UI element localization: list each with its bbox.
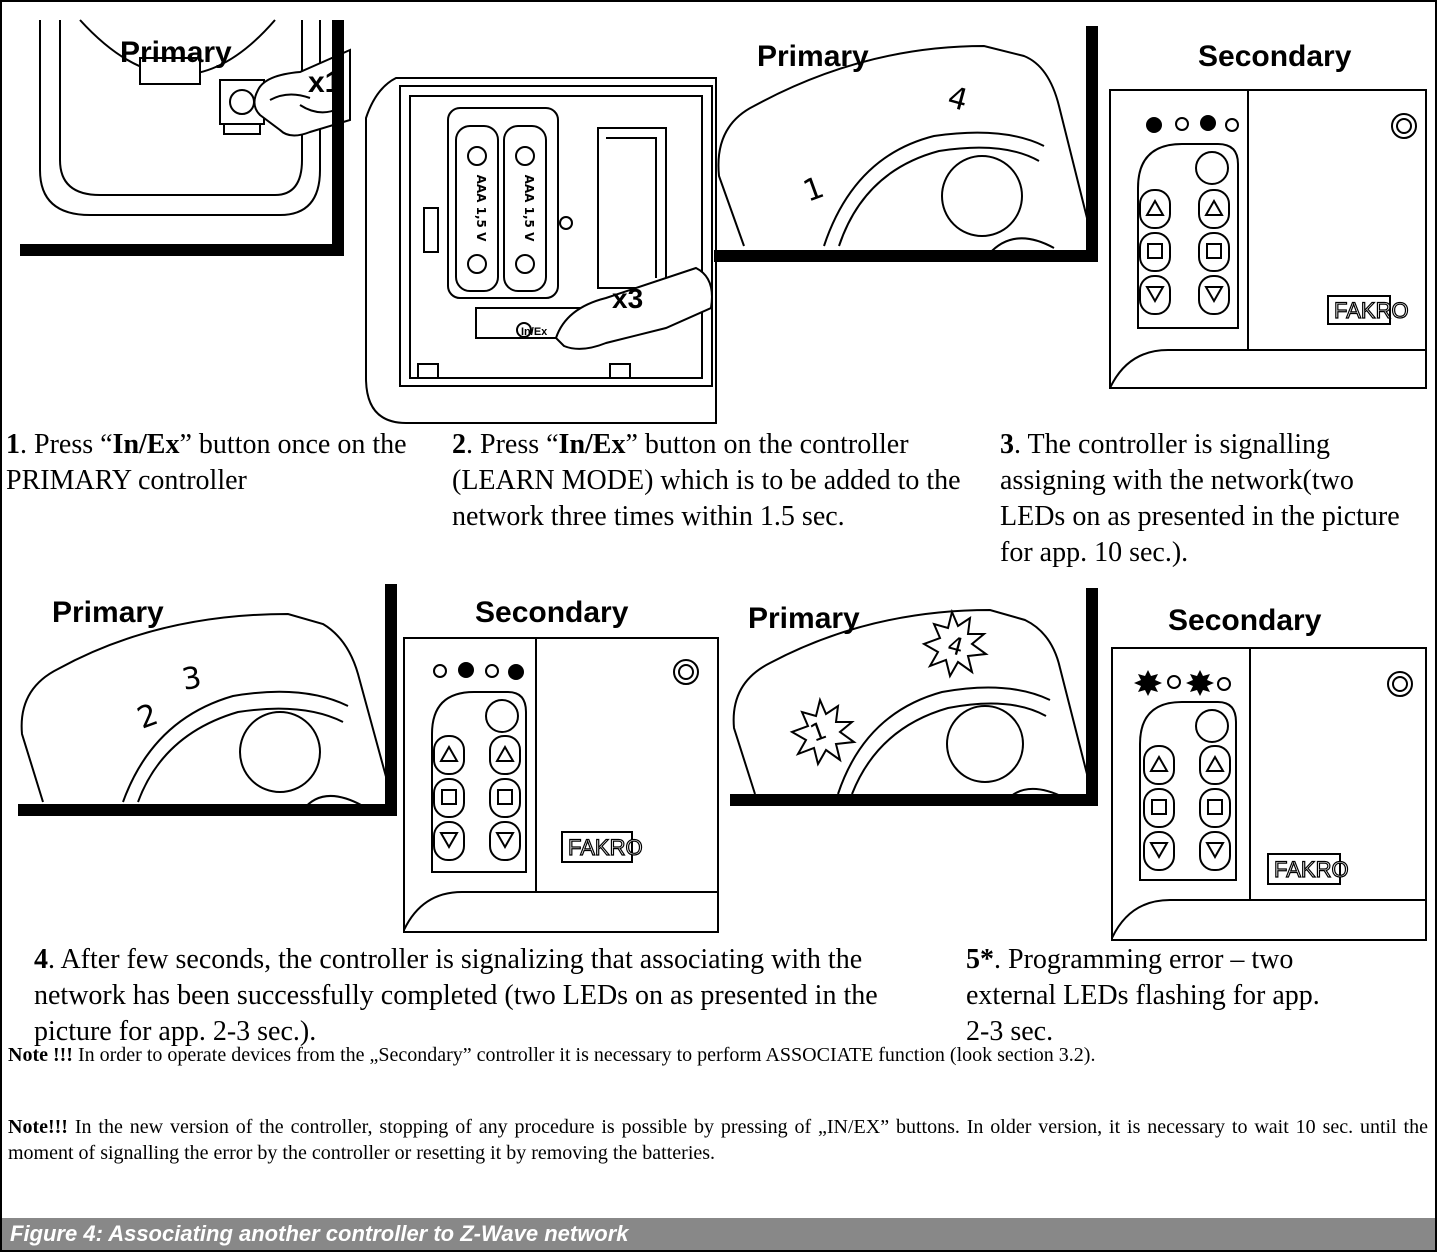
fakro-logo: FAKRO	[1274, 857, 1349, 882]
remote-buttons	[1139, 189, 1230, 315]
primary-press-illustration	[20, 19, 351, 256]
primary-label: Primary	[52, 596, 164, 629]
secondary-label: Secondary	[1168, 604, 1322, 637]
led-number-3: 3	[179, 660, 204, 698]
secondary-success-illustration: FAKRO	[403, 637, 719, 933]
note-associate: Note !!! In order to operate devices fro…	[8, 1044, 1096, 1066]
primary-error-illustration: 1 4	[730, 588, 1098, 806]
remote-buttons	[433, 735, 521, 861]
step-3-text: 3. The controller is signalling assignin…	[1000, 429, 1400, 568]
battery-label-1: AAA 1,5 V	[474, 175, 488, 242]
secondary-error-illustration: FAKRO	[1111, 647, 1427, 941]
step-2-text: 2. Press “In/Ex” button on the controlle…	[452, 429, 961, 532]
primary-label: Primary	[120, 36, 232, 69]
note-stop-procedure: Note!!! In the new version of the contro…	[8, 1116, 1428, 1164]
step-1-text: 1. Press “In/Ex” button once on the PRIM…	[6, 429, 407, 496]
secondary-remote-illustration: FAKRO	[1109, 89, 1427, 389]
figure-caption: Figure 4: Associating another controller…	[10, 1221, 629, 1246]
flash-burst-4	[921, 608, 989, 679]
secondary-label: Secondary	[1198, 40, 1352, 73]
battery-compartment-illustration: AAA 1,5 V AAA 1,5 V x3 In/Ex	[365, 77, 717, 424]
step-5-text: 5*. Programming error – two external LED…	[966, 944, 1320, 1047]
secondary-label: Secondary	[475, 596, 629, 629]
figure-caption-bar: Figure 4: Associating another controller…	[2, 1218, 1435, 1250]
in-ex-button-label: In/Ex	[521, 326, 548, 338]
remote-buttons	[1143, 745, 1231, 871]
fakro-logo: FAKRO	[1334, 298, 1409, 323]
primary-success-illustration: 2 3	[18, 584, 397, 816]
flash-burst-1	[789, 696, 857, 767]
led-number-4: 4	[944, 631, 966, 662]
led-number-2: 2	[133, 697, 163, 736]
led-number-4: 4	[944, 80, 972, 119]
led-number-1: 1	[799, 170, 829, 209]
fakro-logo: FAKRO	[568, 835, 643, 860]
primary-label: Primary	[757, 40, 869, 73]
primary-leds-illustration: 1 4	[714, 26, 1098, 262]
primary-label: Primary	[748, 602, 860, 635]
battery-label-2: AAA 1,5 V	[522, 175, 536, 242]
x3-label: x3	[612, 283, 643, 314]
step-4-text: 4. After few seconds, the controller is …	[34, 944, 878, 1047]
x1-label: x1	[308, 66, 342, 99]
